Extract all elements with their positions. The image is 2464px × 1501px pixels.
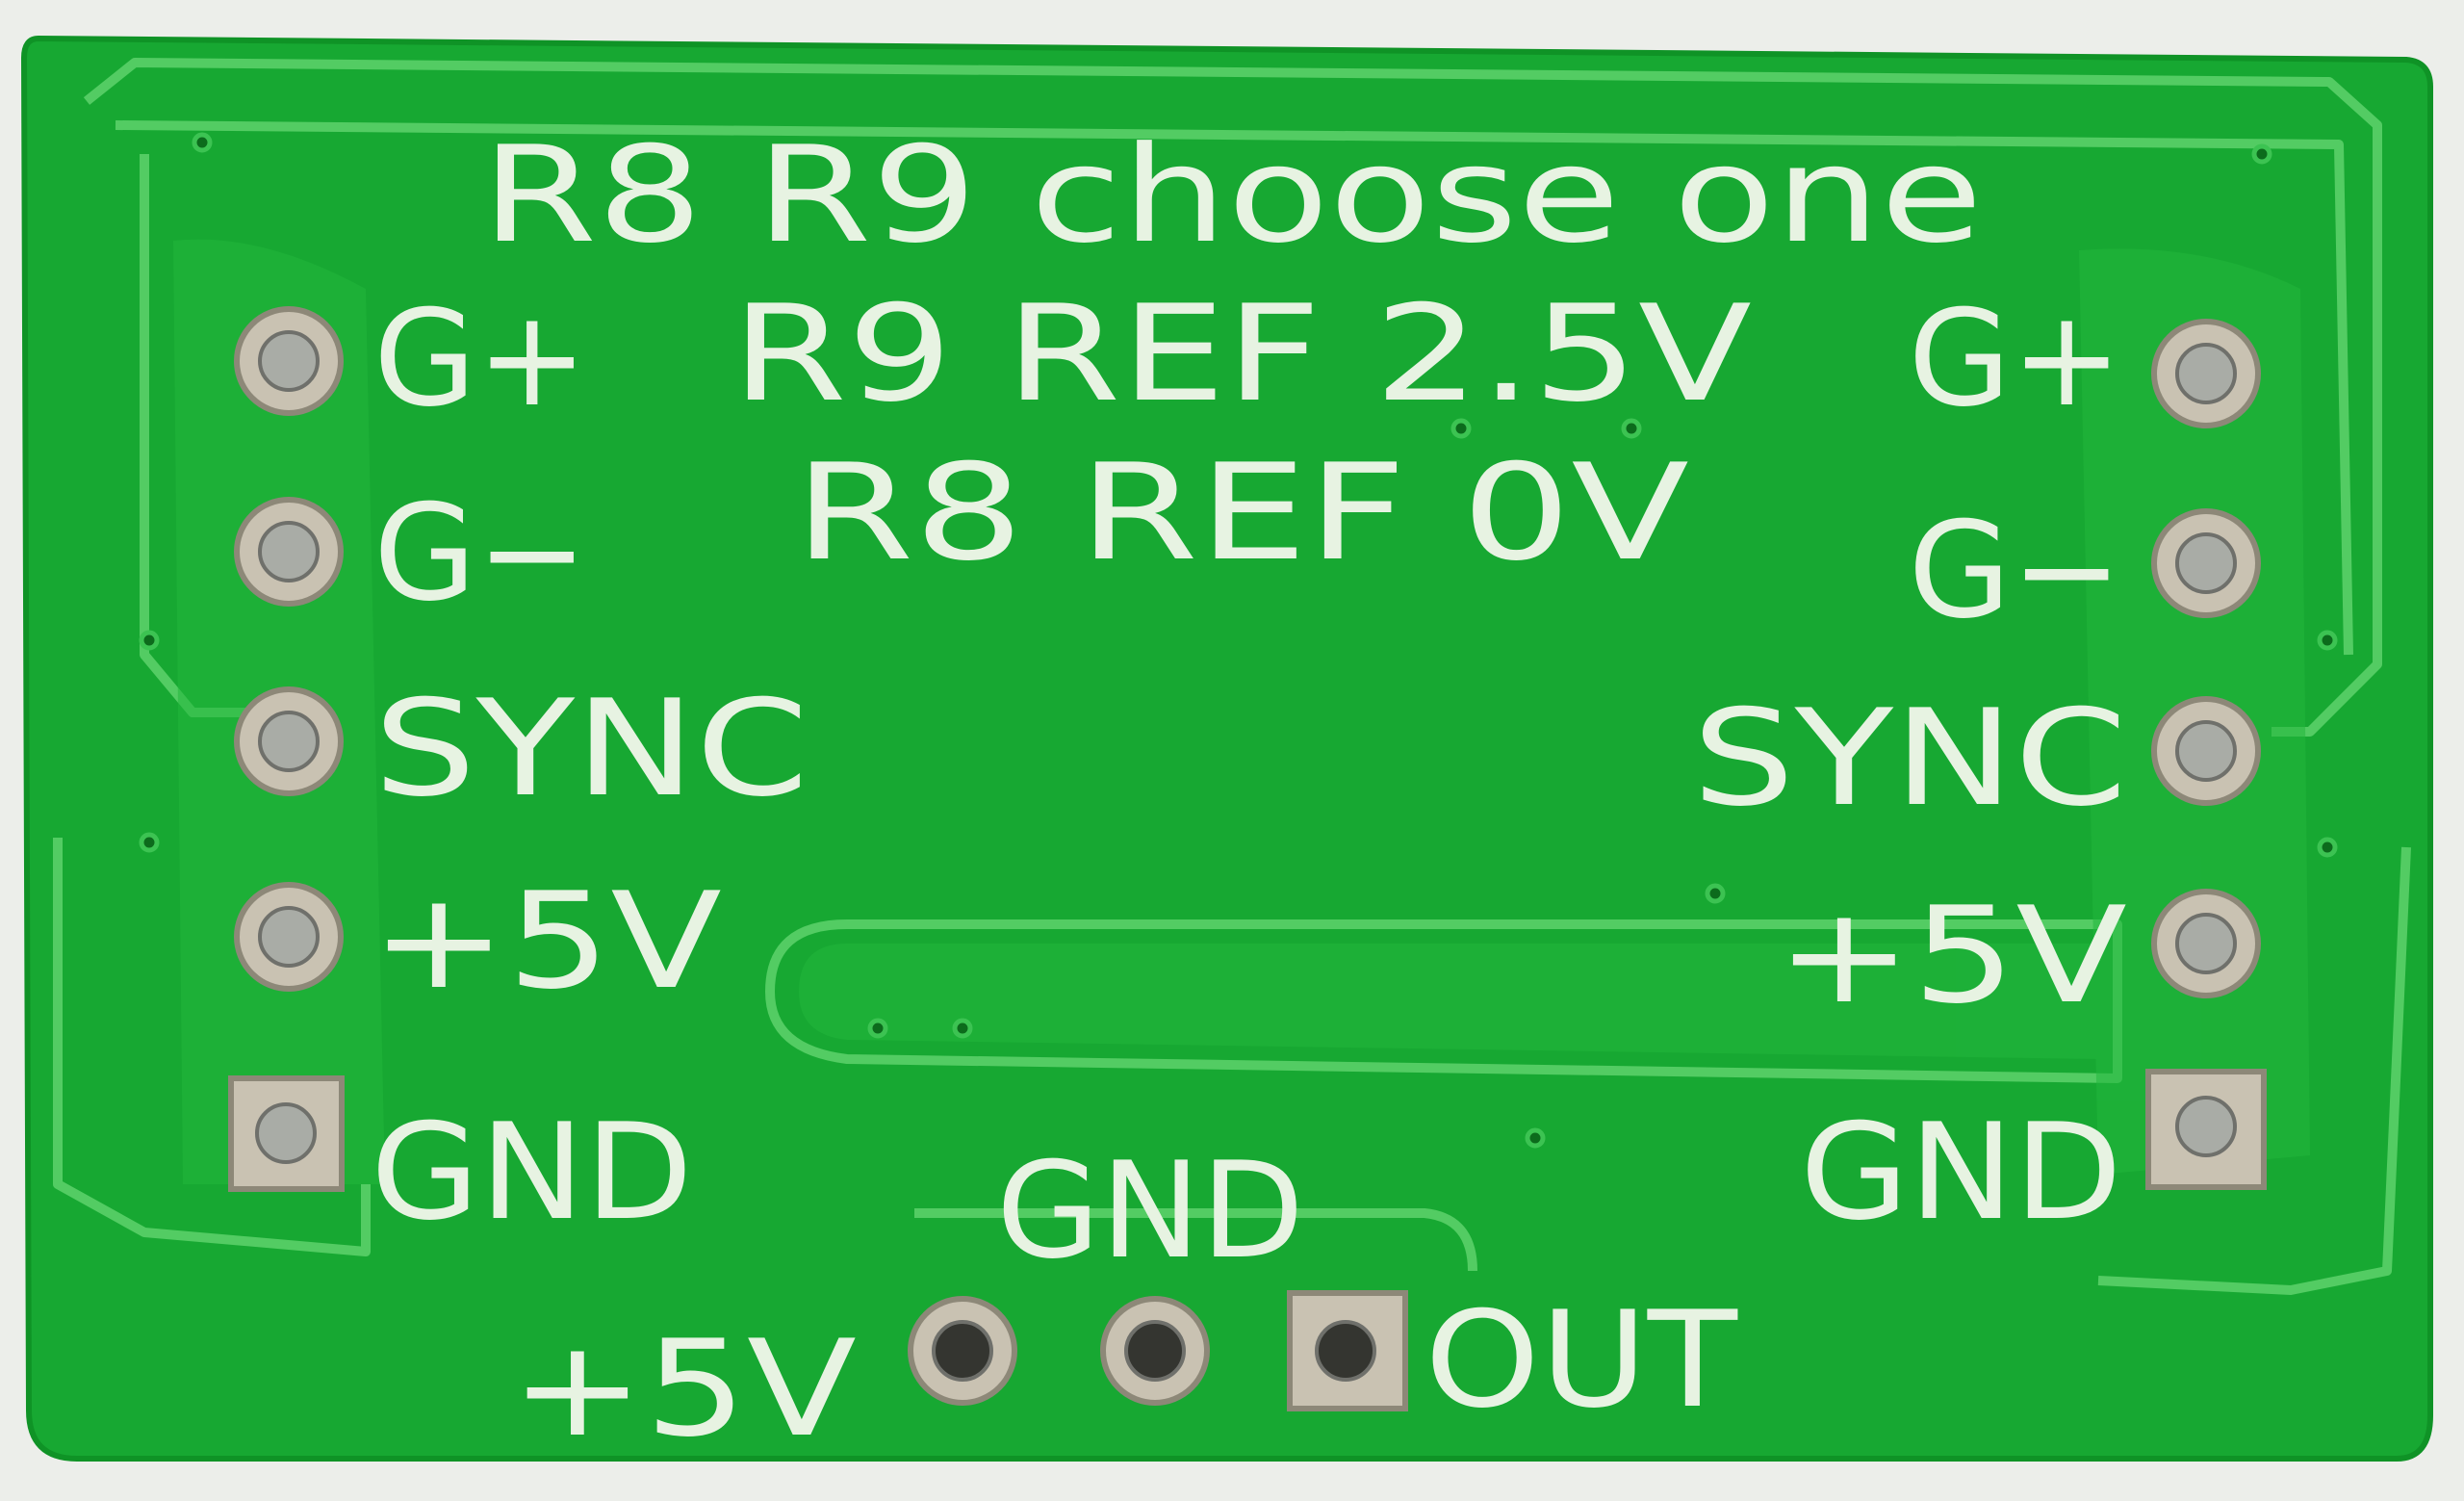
pin-label: G+ [1908,281,2122,436]
via [1621,418,1642,439]
pin-pad-square [2145,1069,2267,1190]
via [1525,1127,1546,1149]
pcb-board [20,35,2433,1462]
pin-pad-round [234,882,344,992]
pin-pad-round [234,497,344,607]
pin-label: OUT [1424,1282,1738,1437]
bottom-pin-header: +5V GND OUT [510,1133,1738,1466]
pin-label: GND [1800,1095,2122,1250]
left-pin-header: G+ G− SYNC +5V GND [228,281,808,1250]
pin-label: GND [371,1095,693,1250]
via [1705,883,1726,904]
pin-pad-square [228,1075,345,1192]
pin-pad-round [234,306,344,416]
pin-label: SYNC [1692,681,2127,836]
pin-label: GND [996,1133,1304,1288]
via [139,630,160,651]
via [2317,837,2338,858]
pin-pad-square [1287,1290,1408,1411]
pin-label: +5V [1776,878,2127,1033]
pin-pad-round [1100,1296,1210,1406]
pin-pad-round [2151,696,2261,806]
pin-label: +5V [510,1311,857,1466]
via [2251,143,2272,165]
pin-pad-round [2151,889,2261,998]
silkscreen-header-line3: R8 REF 0V [794,435,1689,590]
pin-label: SYNC [373,671,808,826]
via [139,832,160,853]
via [2317,630,2338,651]
pin-pad-round [2151,508,2261,618]
pin-label: G− [1908,493,2122,648]
pin-label: G+ [373,281,588,436]
right-pin-header: G+ G− SYNC +5V GND [1692,281,2267,1250]
pin-pad-round [234,686,344,796]
vias [139,132,2338,1149]
silkscreen-header-line2: R9 REF 2.5V [732,276,1752,431]
via [952,1018,973,1039]
pin-pad-round [908,1296,1017,1406]
via [1450,418,1472,439]
pin-label: +5V [371,864,722,1019]
via [867,1018,888,1039]
silkscreen-header-line1: R8 R9 choose one [481,117,1983,272]
pin-label: G− [373,476,588,631]
via [192,132,213,153]
pin-pad-round [2151,319,2261,428]
